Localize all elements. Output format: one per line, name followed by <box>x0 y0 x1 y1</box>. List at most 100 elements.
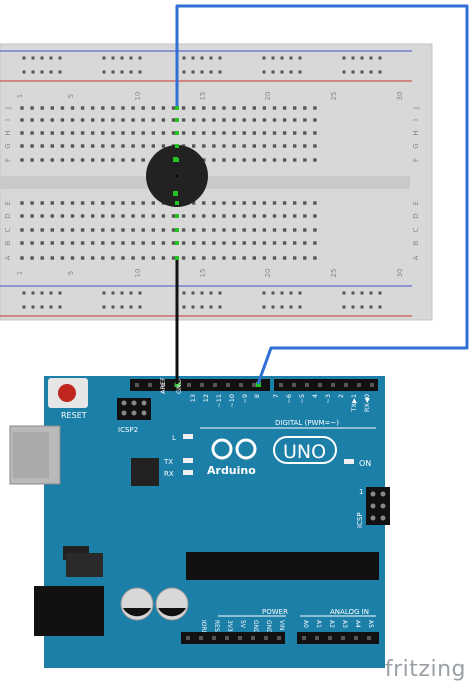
power-pin-label: GND <box>265 620 272 634</box>
breadboard-hole <box>161 131 166 135</box>
breadboard-hole <box>212 144 216 148</box>
arduino-brand-text: Arduino <box>207 464 256 477</box>
breadboard-hole <box>30 241 34 245</box>
breadboard-hole <box>91 144 95 148</box>
breadboard-hole <box>40 256 44 260</box>
breadboard-hole <box>70 214 75 218</box>
led-l-label: L <box>172 434 176 442</box>
rail-hole <box>40 291 44 295</box>
header-pin-gnd-active <box>175 382 180 387</box>
breadboard-hole <box>272 118 277 122</box>
header-pin <box>148 383 152 387</box>
rail-hole <box>58 70 62 74</box>
header-pin <box>367 636 371 640</box>
breadboard-hole <box>20 144 24 148</box>
breadboard-hole <box>121 106 125 110</box>
rail-hole <box>271 70 275 74</box>
breadboard-hole <box>293 256 297 260</box>
column-number-label: 25 <box>330 92 338 101</box>
rail-hole <box>111 56 115 60</box>
breadboard-hole <box>60 201 65 205</box>
breadboard-hole <box>131 228 135 232</box>
breadboard-hole <box>111 214 115 218</box>
breadboard-hole <box>222 241 226 245</box>
row-letter-label: A <box>4 255 12 260</box>
reset-button-cap[interactable] <box>58 384 76 402</box>
breadboard-hole <box>181 228 186 232</box>
breadboard-hole <box>40 106 44 110</box>
header-pin <box>318 383 322 387</box>
header-pin <box>186 636 190 640</box>
breadboard-hole <box>202 118 206 122</box>
rail-hole <box>31 291 35 295</box>
digital-pin-label: 8 <box>253 394 261 398</box>
rail-hole <box>49 305 53 309</box>
breadboard-hole <box>272 158 277 162</box>
breadboard-hole <box>171 106 176 110</box>
breadboard-hole <box>80 131 85 135</box>
rail-hole <box>22 291 26 295</box>
breadboard-hole <box>131 214 135 218</box>
active-hole <box>175 241 179 245</box>
breadboard-hole <box>222 256 226 260</box>
usb-inner <box>13 432 49 478</box>
breadboard-hole <box>161 228 166 232</box>
column-number-label: 10 <box>134 92 142 101</box>
rail-hole <box>200 305 204 309</box>
header-pin <box>292 383 296 387</box>
rail-hole <box>138 70 142 74</box>
breadboard-hole <box>20 158 24 162</box>
breadboard-hole <box>70 256 75 260</box>
breadboard-hole <box>181 241 186 245</box>
breadboard-hole <box>40 118 44 122</box>
rail-hole <box>271 56 275 60</box>
rail-hole <box>209 305 213 309</box>
breadboard-hole <box>161 106 166 110</box>
breadboard-hole <box>101 106 105 110</box>
breadboard-hole <box>282 144 287 148</box>
icsp-pin <box>370 515 376 521</box>
led-rx <box>183 470 193 475</box>
icsp-pin1-label: 1 <box>359 488 363 496</box>
breadboard-hole <box>252 118 256 122</box>
breadboard-hole <box>232 158 236 162</box>
breadboard-hole <box>192 228 196 232</box>
uno-badge <box>273 436 337 464</box>
rail-hole <box>22 70 26 74</box>
breadboard-hole <box>202 214 206 218</box>
breadboard-hole <box>232 201 236 205</box>
breadboard-hole <box>121 144 125 148</box>
breadboard-hole <box>50 131 54 135</box>
breadboard-hole <box>293 241 297 245</box>
breadboard-hole <box>272 214 277 218</box>
rail-hole <box>120 70 124 74</box>
column-number-label: 15 <box>199 269 207 278</box>
rail-hole <box>298 56 302 60</box>
breadboard-hole <box>111 118 115 122</box>
breadboard-hole <box>313 241 317 245</box>
rail-hole <box>58 291 62 295</box>
breadboard-hole <box>282 241 287 245</box>
rail-hole <box>102 305 106 309</box>
logo-ring-left <box>211 438 233 460</box>
rail-hole <box>120 305 124 309</box>
breadboard-hole <box>111 201 115 205</box>
breadboard-hole <box>91 201 95 205</box>
row-letter-label: J <box>4 107 12 110</box>
breadboard-hole <box>242 201 246 205</box>
active-column-holes <box>175 106 179 260</box>
breadboard-hole <box>252 256 256 260</box>
breadboard-hole <box>141 144 145 148</box>
breadboard-hole <box>20 214 24 218</box>
rail-hole <box>218 305 222 309</box>
breadboard-hole <box>151 144 155 148</box>
breadboard-hole <box>80 201 85 205</box>
analog-label: ANALOG IN <box>330 608 369 616</box>
breadboard-hole <box>202 241 206 245</box>
breadboard-hole <box>131 158 135 162</box>
header-pin <box>305 383 309 387</box>
header-pin <box>213 383 217 387</box>
